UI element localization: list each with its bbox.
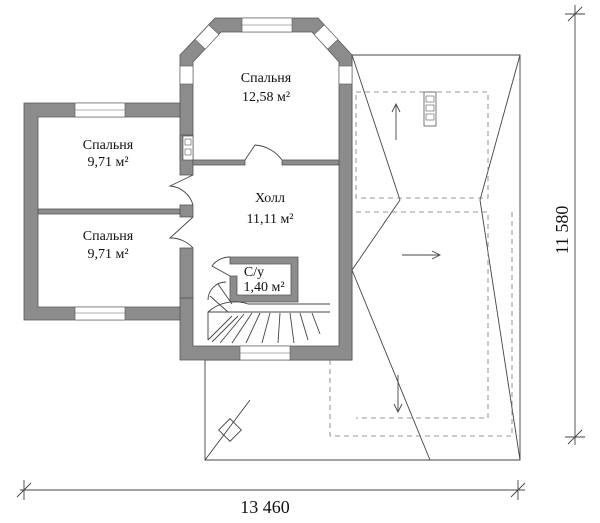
slope-arrow-down-icon bbox=[393, 375, 403, 414]
roof-plan bbox=[204, 54, 521, 461]
chimney bbox=[423, 91, 437, 127]
dimension-height-label: 11 580 bbox=[552, 206, 572, 255]
room-label-bedroom-mid: Спальня bbox=[83, 138, 134, 153]
room-label-bedroom-top: Спальня bbox=[241, 71, 292, 86]
room-label-wc: С/у bbox=[244, 265, 264, 280]
slope-arrow-up-icon bbox=[391, 102, 401, 140]
room-area-bedroom-top: 12,58 м² bbox=[242, 90, 290, 105]
room-area-hall: 11,11 м² bbox=[246, 212, 293, 227]
dimension-width-label: 13 460 bbox=[240, 497, 290, 517]
windows bbox=[74, 17, 353, 361]
room-label-hall: Холл bbox=[255, 191, 285, 206]
room-area-bedroom-mid: 9,71 м² bbox=[87, 155, 128, 170]
room-area-bedroom-low: 9,71 м² bbox=[87, 247, 128, 262]
room-label-bedroom-low: Спальня bbox=[83, 229, 134, 244]
slope-arrow-right-icon bbox=[402, 250, 442, 260]
dimension-height bbox=[565, 5, 585, 445]
stairs bbox=[207, 281, 330, 344]
doors bbox=[168, 144, 283, 277]
dimension-width bbox=[16, 480, 526, 500]
vent-duct bbox=[182, 135, 194, 161]
room-area-wc: 1,40 м² bbox=[243, 280, 284, 295]
